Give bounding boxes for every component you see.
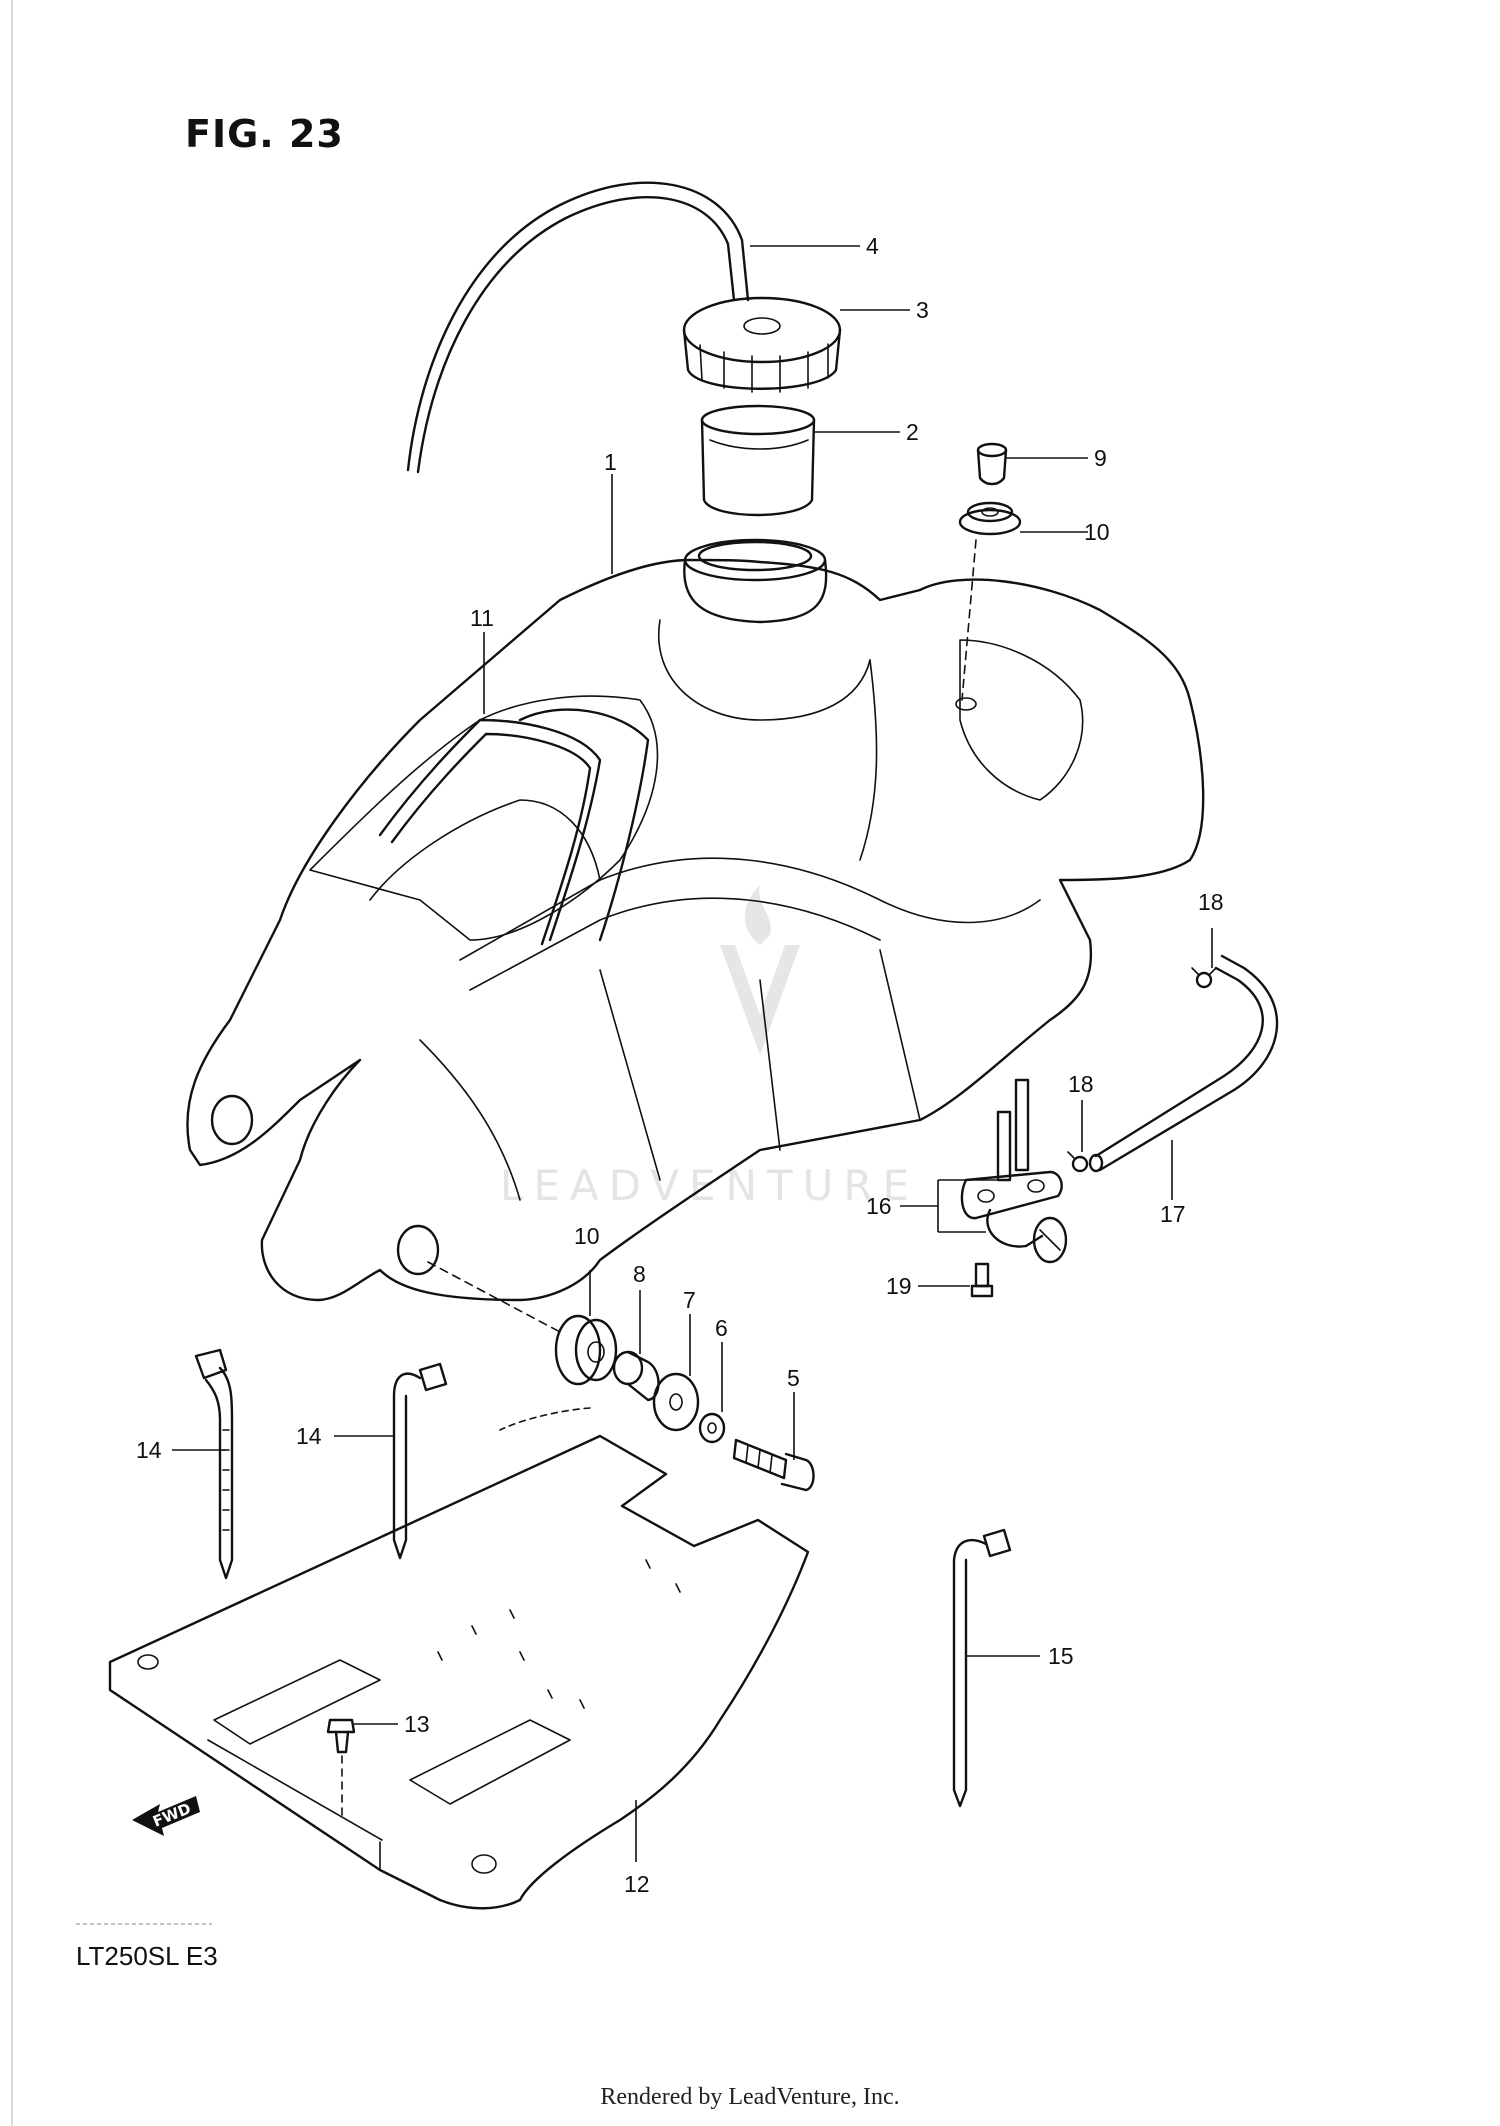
collar-part-9 xyxy=(976,442,1008,486)
tie-part-14b xyxy=(392,1362,448,1560)
callout-10b: 10 xyxy=(574,1223,600,1249)
grommet-part-10-upper xyxy=(958,501,1022,701)
callout-15: 15 xyxy=(1048,1643,1074,1669)
strap-part-11 xyxy=(378,708,650,946)
filler-ring-part-2 xyxy=(700,404,816,517)
fwd-label: FWD xyxy=(150,1799,193,1830)
callout-12: 12 xyxy=(624,1871,650,1897)
spring-washer-part-6 xyxy=(698,1412,726,1444)
callout-16: 16 xyxy=(866,1193,892,1219)
watermark-logo: LEADVENTURE xyxy=(500,885,919,1210)
tie-part-14a xyxy=(194,1348,234,1580)
guard-plate-part-12 xyxy=(108,1407,810,1910)
callout-7: 7 xyxy=(683,1287,696,1313)
model-code: LT250SL E3 xyxy=(76,1941,218,1971)
callout-14a: 14 xyxy=(136,1437,162,1463)
screw-part-19 xyxy=(970,1262,994,1298)
callout-17: 17 xyxy=(1160,1201,1186,1227)
callout-9: 9 xyxy=(1094,445,1107,471)
callout-1: 1 xyxy=(604,449,617,475)
callout-11: 11 xyxy=(470,605,494,631)
collar-part-8 xyxy=(612,1350,660,1402)
callout-6: 6 xyxy=(715,1315,728,1341)
callout-8: 8 xyxy=(633,1261,646,1287)
fuel-cock-part-16 xyxy=(960,1078,1068,1264)
callout-18a: 18 xyxy=(1198,889,1224,915)
callout-14b: 14 xyxy=(296,1423,322,1449)
washer-part-7 xyxy=(652,1372,700,1432)
watermark-text: LEADVENTURE xyxy=(500,1161,919,1210)
callout-13: 13 xyxy=(404,1711,430,1737)
grommet-part-10-lower xyxy=(427,1261,618,1386)
vent-hose-part-4 xyxy=(406,181,750,474)
clip-part-18a xyxy=(1191,967,1217,989)
leader-lines xyxy=(172,245,1213,1862)
callout-19: 19 xyxy=(886,1273,912,1299)
fuel-cap-part-3 xyxy=(682,296,842,393)
callout-10a: 10 xyxy=(1084,519,1110,545)
forward-arrow-icon: FWD xyxy=(132,1796,200,1836)
callout-18b: 18 xyxy=(1068,1071,1094,1097)
callout-3: 3 xyxy=(916,297,929,323)
bolt-part-13 xyxy=(326,1718,356,1817)
callout-4: 4 xyxy=(866,233,879,259)
clip-part-18b xyxy=(1067,1151,1089,1173)
callout-5: 5 xyxy=(787,1365,800,1391)
tie-part-15 xyxy=(952,1528,1012,1808)
bolt-part-5 xyxy=(732,1438,815,1492)
callout-labels: 4 3 2 9 1 10 11 18 18 16 17 19 10 8 7 6 … xyxy=(136,233,1224,1897)
figure-title: FIG. 23 xyxy=(185,112,344,156)
footer-credit: Rendered by LeadVenture, Inc. xyxy=(600,2084,900,2110)
fuel-hose-part-17 xyxy=(1088,954,1279,1173)
fuel-tank-part-1 xyxy=(186,538,1205,1302)
callout-2: 2 xyxy=(906,419,919,445)
